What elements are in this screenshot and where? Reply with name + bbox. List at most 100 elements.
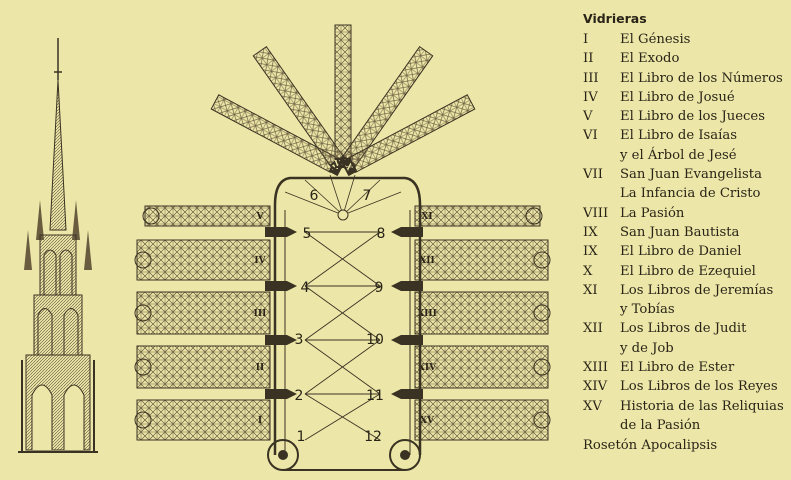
legend-item: III El Libro de los Números [583,69,788,88]
bay-number: 7 [363,188,372,204]
legend-item-text: El Génesis [620,32,691,47]
legend-item-continuation: y el Árbol de Jesé [583,146,788,165]
bay-number: 4 [301,280,310,296]
legend-item-number: XII [583,321,603,337]
legend-item-text: El Libro de los Jueces [620,109,765,125]
legend-item-number: IV [583,89,598,105]
window-left: I [134,399,271,441]
window-label: XII [419,256,434,266]
legend-item-text: El Libro de Ester [620,360,735,376]
legend-item: V El Libro de los Jueces [583,107,788,126]
window-left: II [134,345,271,389]
legend-item-number [583,416,620,435]
legend-item: VII San Juan Evangelista [583,165,788,184]
bay-number: 5 [303,226,312,242]
window-label: XIV [418,363,437,373]
legend-item-text: Los Libros de los Reyes [620,379,778,395]
chapel-floor-plan: VXIIVXIIIIIXIIIIIXIVIXVVIVIIVIIIIXX 1234… [134,24,551,471]
legend-item-number: VII [583,167,603,183]
legend-item-number [583,300,620,319]
window-label: XI [421,212,432,222]
window-label: XV [420,416,435,426]
legend-item-continuation: de la Pasión [583,416,788,435]
window-right: XIV [414,345,551,389]
window-left: IV [134,239,271,281]
bay-number: 8 [377,226,386,242]
window-label: III [254,309,267,319]
buttress [391,389,423,399]
buttress [391,227,423,237]
legend-item-text: El Libro de los Números [620,70,783,86]
legend-item-number: III [583,70,599,86]
legend-item-text: de la Pasión [620,417,701,433]
legend-item-number [583,146,620,165]
legend-item-text: El Exodo [620,51,680,67]
legend-item-text: y de Job [620,340,674,356]
legend-item-number: I [583,32,589,47]
legend-item: XIV Los Libros de los Reyes [583,377,788,396]
bay-number: 2 [295,388,304,404]
legend-title: Vidrieras [583,11,647,26]
window-label: V [256,212,265,222]
legend-item-number: II [583,51,594,67]
legend-item-text: La Infancia de Cristo [620,186,761,202]
legend-item-number: IX [583,224,598,240]
bay-number: 11 [366,388,384,404]
legend-item: II El Exodo [583,49,788,68]
legend-item: IV El Libro de Josué [583,88,788,107]
buttress [265,227,297,237]
window-label: X [343,162,355,173]
buttress [265,281,297,291]
legend-item-text: El Libro de Isaías [620,128,738,144]
legend-item-number: V [583,109,593,125]
window-label: XIII [417,309,437,319]
legend-item: XII Los Libros de Judit [583,319,788,338]
spire-illustration [18,38,98,453]
buttress [391,281,423,291]
bay-number: 1 [297,429,306,445]
legend-item-text: San Juan Evangelista [620,167,762,183]
legend-item-number [583,339,620,358]
legend-item-text: La Pasión [620,205,685,221]
legend-item-number: VIII [583,205,609,221]
bay-number: 12 [364,429,382,445]
buttress [265,389,297,399]
window-right: XIII [414,291,551,335]
window-left: V [142,205,271,227]
window-left: III [134,291,271,335]
legend-footer: Rosetón Apocalipsis [583,438,718,454]
legend-item-text: Los Libros de Judit [620,321,747,337]
legend-item-text: y el Árbol de Jesé [620,147,737,163]
buttress [265,335,297,345]
legend-item: I El Génesis [583,30,788,49]
buttress [391,335,423,345]
legend-item-number: XIV [583,379,608,395]
bay-number: 9 [375,280,384,296]
legend-item-text: Los Libros de Jeremías [620,282,774,298]
window-right: XV [414,399,551,441]
legend-item-text: El Libro de Ezequiel [620,263,756,279]
apse-window: X [341,94,476,177]
window-label: IV [254,256,266,266]
bay-number: 3 [295,332,304,348]
window-label: I [258,416,262,426]
legend-item-text: y Tobías [620,302,675,318]
legend-item-number: IX [583,244,598,260]
legend-item-number: VI [583,128,598,144]
legend-item-continuation: y de Job [583,339,788,358]
window-label: II [256,363,264,373]
legend-item-text: El Libro de Josué [620,89,735,105]
legend-item-number: XV [583,398,602,414]
window-right: XI [414,205,543,227]
legend-item-number: XI [583,282,598,298]
bay-number: 10 [366,332,384,348]
bay-number: 6 [310,188,319,204]
legend-item: VIII La Pasión [583,204,788,223]
